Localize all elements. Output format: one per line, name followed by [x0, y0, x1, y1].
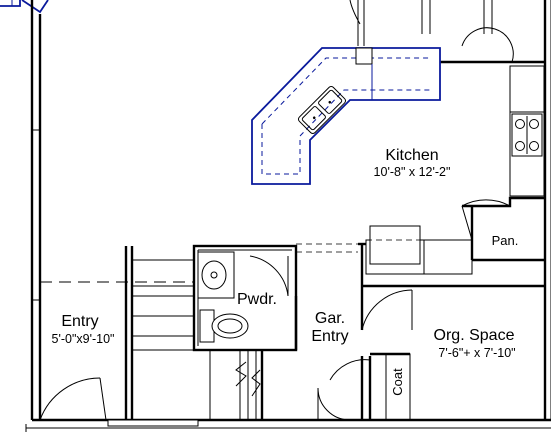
kitchen-dims: 10'-8" x 12'-2" [374, 165, 451, 179]
powder-room [192, 244, 298, 352]
kitchen-range [509, 65, 545, 197]
staircase [40, 246, 194, 420]
toilet [199, 309, 249, 343]
powder-label: Pwdr. [237, 291, 277, 308]
corner-cabinet-fragment [0, 0, 49, 14]
org-space-label: Org. Space [434, 327, 515, 344]
entry-label: Entry [61, 313, 98, 330]
vent-chase [209, 350, 263, 420]
exterior-wall-right [543, 0, 551, 420]
entry-door [39, 377, 107, 421]
coat-closet [370, 352, 411, 421]
kitchen-lower-wall [296, 242, 545, 290]
kitchen-label: Kitchen [385, 147, 438, 164]
powder-sink [197, 251, 235, 299]
island-post [355, 47, 373, 65]
coat-label: Coat [390, 368, 405, 396]
kitchen-top-openings [349, 0, 514, 63]
exterior-wall-bottom [25, 418, 551, 432]
garage-entry-label-2: Entry [311, 328, 348, 345]
pantry-label: Pan. [492, 233, 519, 248]
garage-entry-walls [260, 289, 413, 421]
dishwasher [369, 225, 421, 265]
org-space-dims: 7'-6"+ x 7'-10" [438, 346, 515, 360]
entry-dims: 5'-0"x9'-10" [52, 332, 115, 346]
lower-counter [365, 225, 473, 275]
kitchen-sink [297, 85, 347, 135]
kitchen-island [251, 47, 441, 185]
garage-entry-label-1: Gar. [315, 310, 345, 327]
pantry-closet [461, 196, 545, 262]
exterior-wall-left [30, 0, 42, 420]
